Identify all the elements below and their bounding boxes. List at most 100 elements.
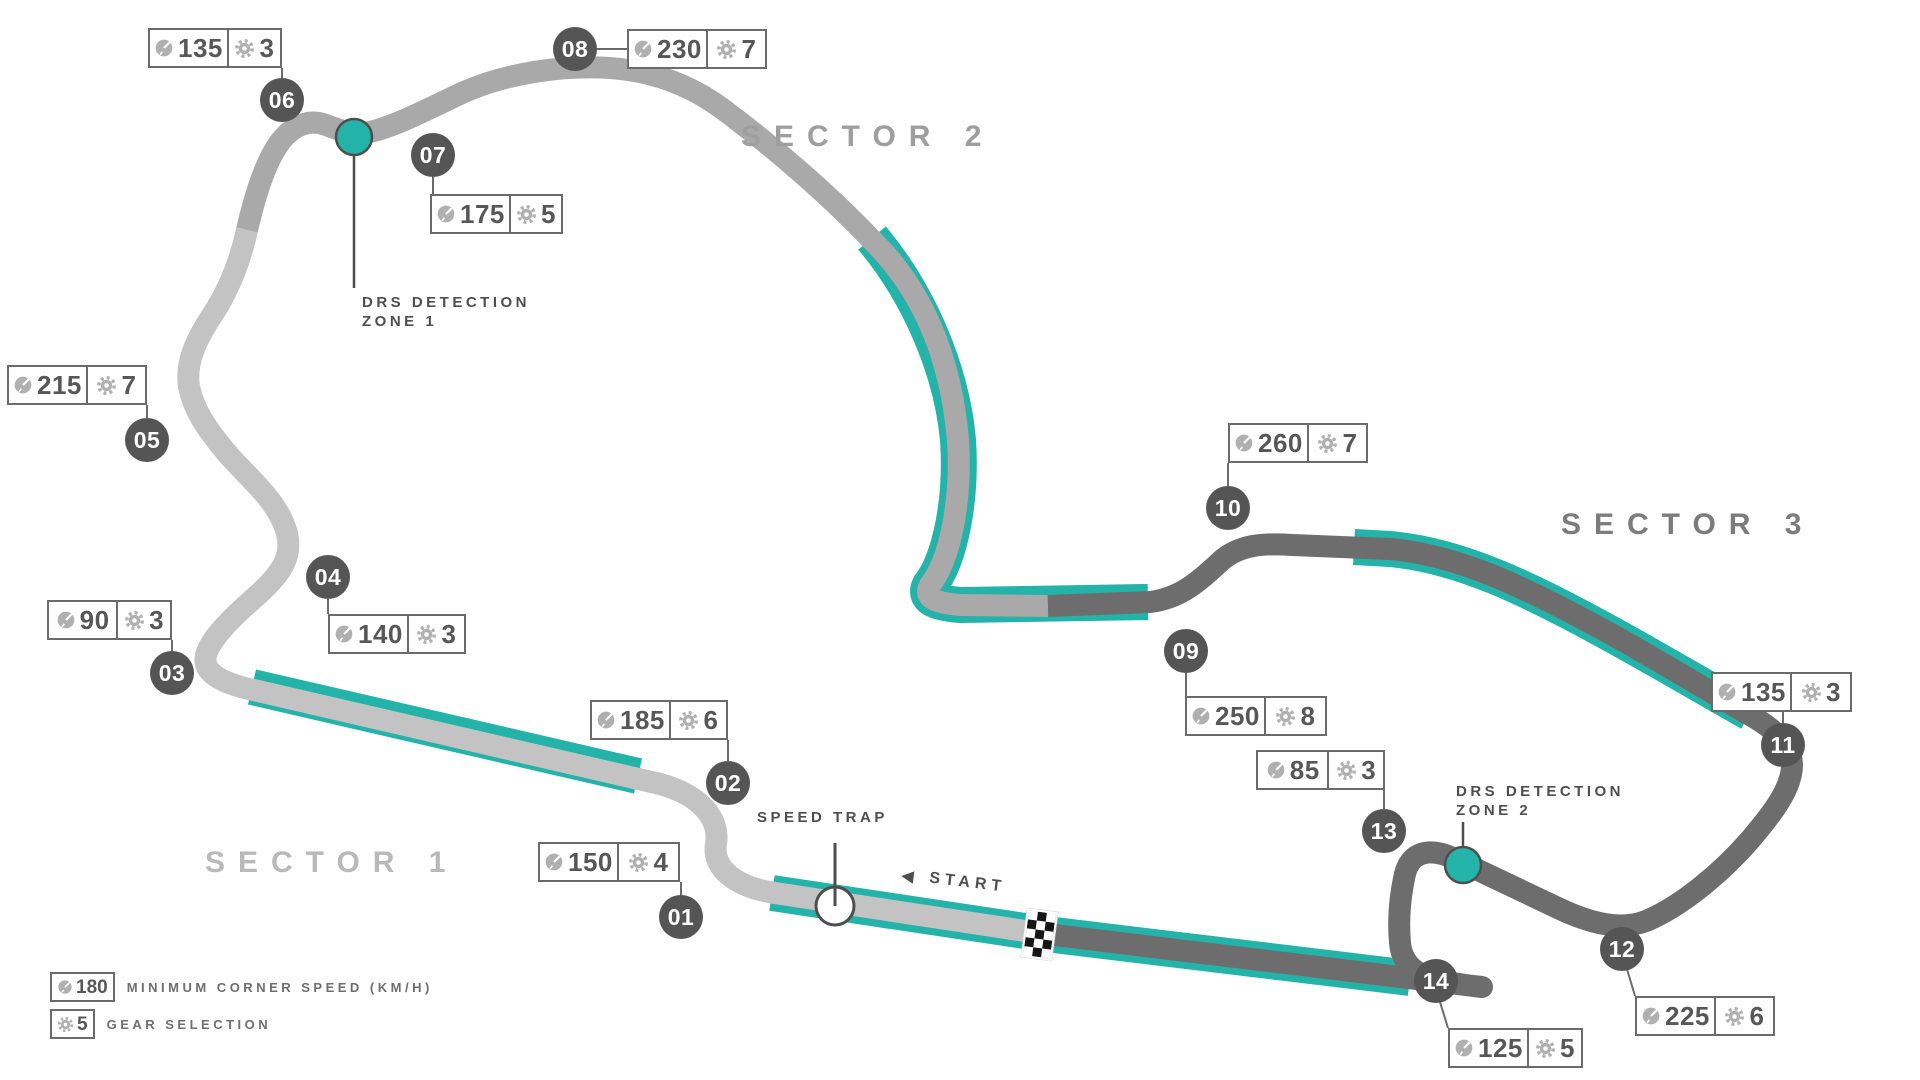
gear-icon: [57, 1016, 74, 1033]
corner-gear-cell: 5: [508, 196, 561, 232]
track-sector3: [1036, 533, 1803, 998]
gear-icon: [628, 852, 649, 873]
corner-gear-value: 6: [703, 705, 719, 735]
corner-info-box: 150 4: [538, 842, 680, 882]
corner-speed-value: 185: [620, 705, 665, 735]
corner-number-badge: 10: [1206, 486, 1250, 530]
speedometer-icon: [596, 710, 616, 730]
gear-icon: [416, 624, 437, 645]
corner-gear-value: 5: [1559, 1033, 1575, 1063]
corner-number-badge: 02: [706, 761, 750, 805]
corner-speed-cell: 260: [1230, 425, 1307, 461]
corner-gear-value: 3: [259, 33, 275, 63]
corner-speed-value: 90: [79, 605, 110, 635]
corner-gear-value: 7: [1342, 428, 1358, 458]
corner-number-badge: 03: [150, 651, 194, 695]
corner-number-badge: 05: [125, 418, 169, 462]
gear-icon: [1336, 760, 1357, 781]
drs2-line1: DRS DETECTION: [1456, 783, 1625, 800]
speedometer-icon: [633, 39, 653, 59]
corner-speed-cell: 185: [592, 702, 669, 738]
gear-icon: [1317, 433, 1338, 454]
corner-speed-cell: 90: [49, 602, 116, 638]
corner-gear-value: 3: [1825, 677, 1841, 707]
sector2-label: SECTOR 2: [741, 120, 995, 153]
corner-speed-cell: 140: [330, 616, 407, 652]
corner-speed-value: 125: [1478, 1033, 1523, 1063]
corner-gear-value: 4: [653, 847, 669, 877]
corner-gear-value: 5: [540, 199, 556, 229]
corner-gear-cell: 5: [1526, 1030, 1581, 1066]
corner-speed-value: 230: [657, 34, 702, 64]
speedometer-icon: [1266, 760, 1286, 780]
speedometer-icon: [57, 979, 73, 995]
gear-icon: [96, 375, 117, 396]
speedometer-icon: [56, 610, 76, 630]
gear-icon: [1535, 1038, 1556, 1059]
speedometer-icon: [436, 204, 456, 224]
drs1-line1: DRS DETECTION: [362, 294, 531, 311]
start-finish-flag: [1020, 908, 1059, 961]
corner-speed-value: 250: [1215, 701, 1260, 731]
corner-speed-value: 175: [460, 199, 505, 229]
drs1-line2: ZONE 1: [362, 313, 438, 330]
drs-detection-2-marker: [1443, 822, 1483, 885]
corner-gear-cell: 3: [406, 616, 464, 652]
corner-gear-cell: 8: [1263, 698, 1325, 734]
corner-info-box: 185 6: [590, 700, 728, 740]
speedometer-icon: [334, 624, 354, 644]
corner-speed-cell: 175: [432, 196, 509, 232]
track-sector1: [177, 227, 1040, 944]
speedometer-icon: [1717, 682, 1737, 702]
legend-speed-box: 180: [50, 972, 115, 1002]
corner-info-box: 140 3: [328, 614, 466, 654]
speedometer-icon: [13, 375, 33, 395]
corner-info-box: 135 3: [1711, 672, 1852, 712]
gear-icon: [1275, 706, 1296, 727]
legend-gear-row: 5 GEAR SELECTION: [50, 1009, 433, 1039]
corner-info-box: 125 5: [1448, 1028, 1583, 1068]
corner-gear-value: 8: [1300, 701, 1316, 731]
corner-gear-value: 7: [741, 34, 757, 64]
gear-icon: [1724, 1006, 1745, 1027]
sector3-label: SECTOR 3: [1561, 508, 1815, 541]
corner-info-box: 230 7: [627, 29, 767, 69]
corner-number-badge: 09: [1164, 629, 1208, 673]
gear-icon: [124, 610, 145, 631]
corner-speed-cell: 250: [1187, 698, 1264, 734]
legend-speed-text: MINIMUM CORNER SPEED (KM/H): [126, 979, 433, 995]
sector1-label: SECTOR 1: [205, 846, 459, 879]
legend-speed-value: 180: [76, 976, 108, 998]
corner-number-badge: 07: [411, 133, 455, 177]
corner-gear-value: 3: [1361, 755, 1377, 785]
corner-gear-cell: 7: [1306, 425, 1366, 461]
drs-detection-1-marker: [334, 117, 374, 288]
corner-gear-cell: 4: [616, 844, 678, 880]
corner-speed-cell: 135: [1713, 674, 1790, 710]
corner-info-box: 135 3: [148, 28, 282, 68]
corner-info-box: 90 3: [47, 600, 172, 640]
corner-number-badge: 12: [1600, 927, 1644, 971]
corner-info-box: 85 3: [1256, 750, 1385, 790]
legend-gear-box: 5: [50, 1009, 95, 1039]
corner-number-badge: 14: [1414, 959, 1458, 1003]
corner-gear-cell: 7: [85, 367, 145, 403]
corner-number-badge: 08: [553, 27, 597, 71]
gear-icon: [678, 710, 699, 731]
corner-info-box: 175 5: [430, 194, 563, 234]
corner-number-badge: 06: [260, 78, 304, 122]
corner-speed-value: 215: [37, 370, 82, 400]
corner-info-box: 250 8: [1185, 696, 1327, 736]
speed-trap-label: SPEED TRAP: [757, 809, 888, 826]
corner-gear-value: 3: [149, 605, 165, 635]
drs-detection-zone1-label: DRS DETECTION ZONE 1: [362, 293, 530, 331]
track-sector2: [236, 56, 1049, 617]
corner-speed-value: 225: [1665, 1001, 1710, 1031]
corner-info-box: 215 7: [7, 365, 147, 405]
corner-number-badge: 13: [1362, 809, 1406, 853]
speedometer-icon: [1191, 706, 1211, 726]
corner-gear-cell: 3: [116, 602, 170, 638]
legend-gear-value: 5: [77, 1013, 88, 1035]
corner-speed-value: 150: [568, 847, 613, 877]
